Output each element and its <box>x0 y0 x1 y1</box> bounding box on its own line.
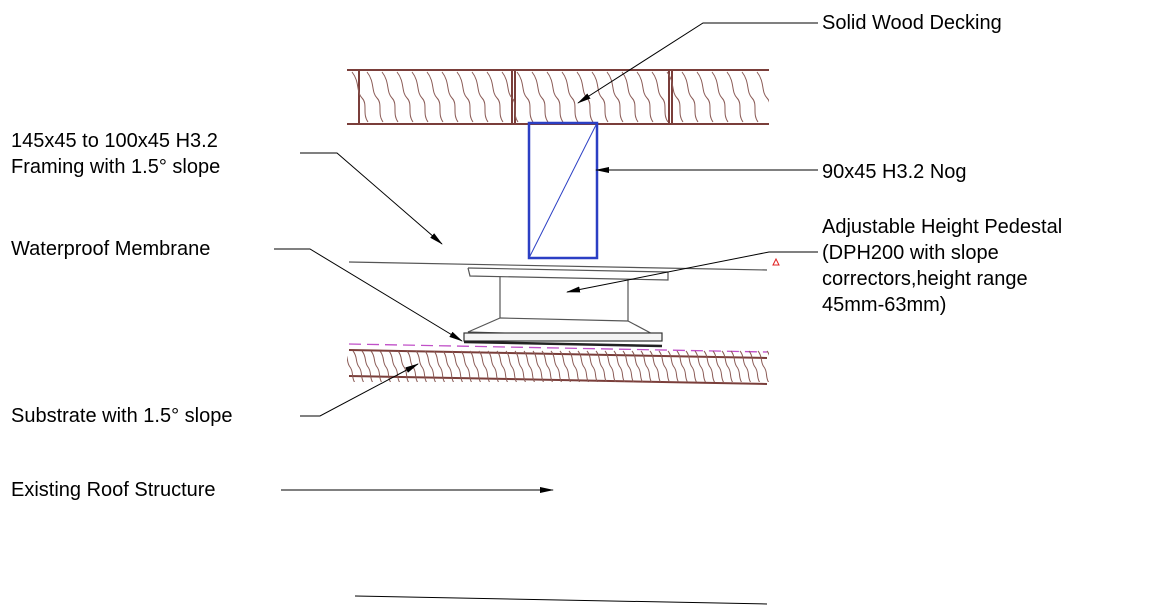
leader-lines <box>274 22 818 493</box>
substrate <box>347 349 769 385</box>
label-pedestal-line1: Adjustable Height Pedestal <box>822 216 1063 238</box>
label-framing-line1: 145x45 to 100x45 H3.2 <box>11 130 218 152</box>
adjustable-pedestal <box>463 276 663 348</box>
roof-structure-line <box>354 595 768 605</box>
label-nog: 90x45 H3.2 Nog <box>822 161 967 183</box>
framing-bearer <box>348 261 768 281</box>
label-decking: Solid Wood Decking <box>822 12 1002 34</box>
marker-icon <box>772 257 780 266</box>
label-pedestal-line2: (DPH200 with slope <box>822 242 999 264</box>
label-membrane: Waterproof Membrane <box>11 238 211 260</box>
label-roof: Existing Roof Structure <box>11 479 216 501</box>
label-framing-line2: Framing with 1.5° slope <box>11 156 221 178</box>
nog-timber <box>527 121 599 260</box>
waterproof-membrane <box>348 343 768 353</box>
label-pedestal-line3: correctors,height range <box>822 268 1028 290</box>
label-substrate: Substrate with 1.5° slope <box>11 405 233 427</box>
wood-decking <box>347 69 769 125</box>
label-pedestal-line4: 45mm-63mm) <box>822 294 947 316</box>
